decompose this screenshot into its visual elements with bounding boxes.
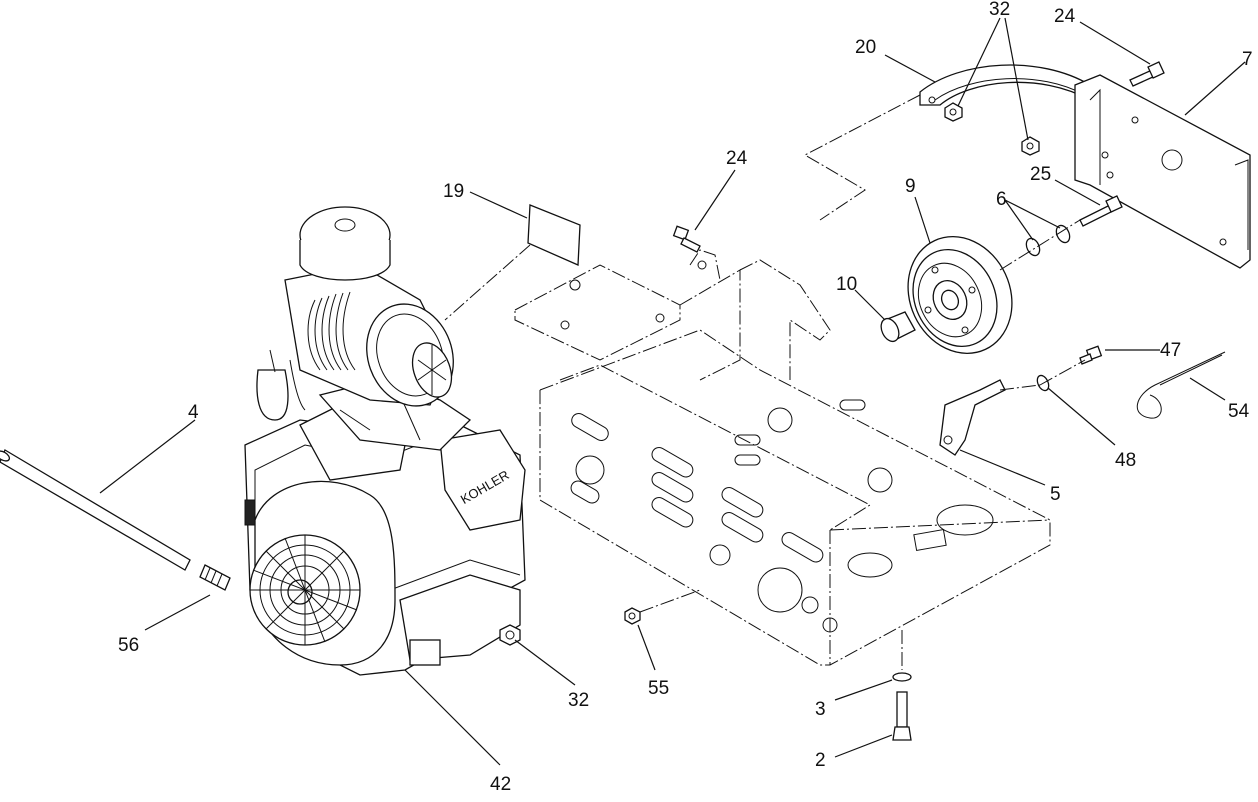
clip-54 [1137, 351, 1226, 419]
callouts: 32 24 20 7 24 19 9 6 25 10 47 4 54 48 5 … [118, 0, 1253, 795]
callout-42: 42 [490, 774, 511, 795]
bolt-2 [892, 691, 912, 741]
bolt-25 [1079, 195, 1123, 227]
dipstick-tube [0, 449, 191, 571]
callout-47: 47 [1160, 340, 1181, 361]
mount-plate-7 [1074, 74, 1251, 269]
callout-3: 3 [815, 699, 826, 720]
callout-25: 25 [1030, 164, 1051, 185]
callout-24-top: 24 [1054, 6, 1076, 27]
nut-55 [624, 607, 641, 625]
callout-20: 20 [855, 37, 876, 58]
nut-32-right [1021, 136, 1040, 156]
decal-19 [444, 204, 581, 321]
callout-5: 5 [1050, 484, 1061, 505]
callout-6: 6 [996, 189, 1007, 210]
callout-32-bottom: 32 [568, 690, 589, 711]
leader-lines [99, 17, 1246, 766]
callout-9: 9 [905, 176, 916, 197]
bolt-24-mid [672, 225, 701, 253]
callout-48: 48 [1115, 450, 1136, 471]
nut-32-left [944, 102, 963, 122]
spacer-10 [880, 311, 916, 343]
callout-19: 19 [443, 181, 464, 202]
callout-56: 56 [118, 635, 139, 656]
engine-assembly: KOHLER [244, 206, 526, 676]
bolt-24-top [1129, 61, 1165, 87]
fitting-56 [199, 564, 231, 591]
callout-24-mid: 24 [726, 148, 748, 169]
callout-10: 10 [836, 274, 857, 295]
callout-7: 7 [1242, 49, 1253, 70]
callout-2: 2 [815, 750, 826, 771]
pulley-icon [907, 236, 1013, 354]
air-cleaner-icon [284, 206, 454, 407]
bolt-47 [1079, 345, 1103, 365]
callout-4: 4 [188, 402, 199, 423]
callout-54: 54 [1228, 401, 1250, 422]
idler-arm-5 [939, 379, 1006, 456]
frame-assembly [514, 249, 1051, 666]
callout-32-top: 32 [989, 0, 1010, 20]
fan-guard-icon [249, 534, 361, 646]
washers-6 [1025, 224, 1071, 257]
callout-55: 55 [648, 678, 669, 699]
washer-3 [892, 672, 912, 682]
